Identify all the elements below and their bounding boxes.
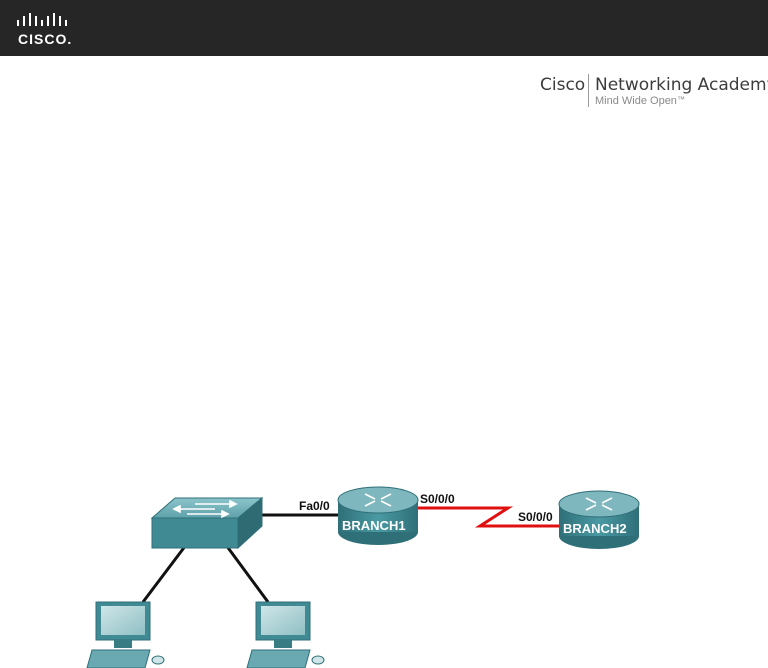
academy-tagline-text: Mind Wide Open [595, 95, 677, 107]
branch2-router-icon [558, 490, 640, 549]
network-topology: BRANCH1 BRANCH2 Fa0/0 S0/0/0 S0/0/0 [86, 486, 640, 668]
branch1-fa-interface-label: Fa0/0 [299, 499, 330, 513]
academy-brand: Cisco [540, 75, 586, 95]
switch-to-pc1-link [141, 544, 188, 603]
pc2-icon [246, 601, 325, 668]
branch2-label: BRANCH2 [563, 521, 627, 536]
switch-icon [150, 496, 264, 550]
branch1-serial-interface-label: S0/0/0 [420, 492, 455, 506]
branch2-serial-interface-label: S0/0/0 [518, 510, 553, 524]
branch1-router-icon [337, 486, 419, 545]
academy-tagline: Mind Wide Open™ [595, 95, 685, 107]
academy-name: Networking Academy® [595, 75, 768, 95]
cisco-logo-icon [17, 13, 67, 26]
academy-tagline-mark: ™ [676, 95, 685, 104]
academy-name-text: Networking Academy [595, 75, 768, 95]
networking-academy-logo: Cisco Networking Academy® Mind Wide Open… [540, 70, 768, 112]
branch1-label: BRANCH1 [342, 518, 406, 533]
academy-divider [588, 74, 589, 107]
cisco-logo-wordmark: CISCO. [18, 31, 73, 47]
header-bar: CISCO. [0, 0, 768, 56]
serial-link [415, 506, 562, 528]
pc1-icon [86, 601, 165, 668]
switch-to-pc2-link [224, 544, 270, 603]
